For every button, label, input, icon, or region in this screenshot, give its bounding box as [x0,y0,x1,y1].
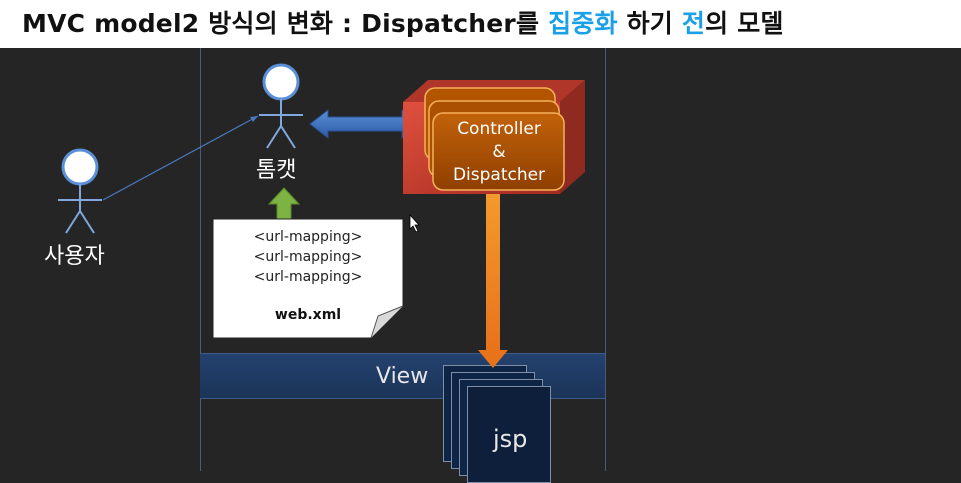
controller-label-line1: Controller [457,119,541,139]
controller-label-line2: & [492,142,506,162]
url-mapping-line-3: <url-mapping> [253,269,363,285]
mouse-cursor-icon [409,213,420,233]
orange-down-arrow-icon [478,194,508,368]
left-divider [200,48,201,471]
controller-box-front [432,112,565,191]
user-tomcat-connector [102,115,259,201]
user-label: 사용자 [44,244,105,269]
webxml-filename: web.xml [274,307,342,323]
webxml-document-icon [212,218,404,339]
title-bar: MVC model2 방식의 변화 : Dispatcher를 집중화 하기 전… [0,0,961,48]
title-highlight-2: 전 [681,9,706,38]
tomcat-label: 톰캣 [256,158,297,183]
connector-arrowhead-icon [250,116,258,122]
diagram-canvas [58,63,585,368]
webxml-box: <url-mapping> <url-mapping> <url-mapping… [213,219,403,338]
green-up-arrow-icon [267,187,301,220]
url-mapping-line-1: <url-mapping> [253,229,363,245]
controller-label: Controller & Dispatcher [434,118,564,187]
tomcat-actor-icon [259,63,303,149]
title-highlight-1: 집중화 [548,9,618,38]
slide-title: MVC model2 방식의 변화 : Dispatcher를 집중화 하기 전… [22,9,784,38]
user-actor-icon [58,148,102,234]
url-mapping-line-2: <url-mapping> [253,249,363,265]
jsp-label: jsp [493,425,528,453]
right-divider [605,48,606,471]
view-label: View [376,364,429,389]
controller-label-line3: Dispatcher [452,165,546,185]
